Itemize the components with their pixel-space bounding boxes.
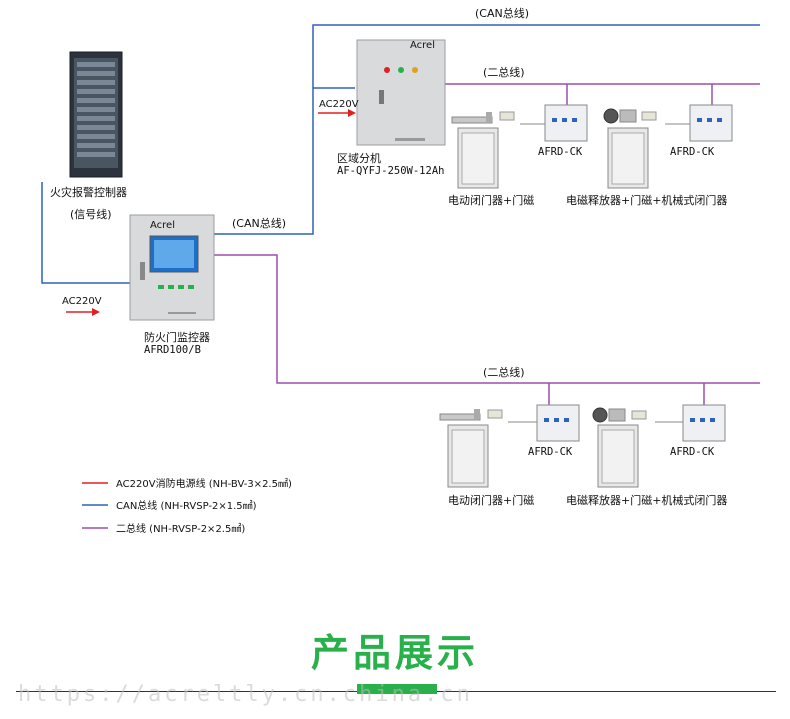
legend-text-can: CAN总线 (NH-RVSP-2×1.5㎟) xyxy=(116,499,257,512)
fire-door-icon xyxy=(457,127,499,189)
wiring xyxy=(41,24,760,423)
area-unit-name: 区域分机 xyxy=(337,151,381,165)
two-bus-line-lower xyxy=(214,254,760,384)
door-monitor-icon xyxy=(129,214,215,321)
door-magnet-icon xyxy=(631,410,647,420)
monitor-name: 防火门监控器 xyxy=(144,330,210,344)
fire-alarm-cabinet-icon xyxy=(69,51,123,178)
legend: AC220V消防电源线 (NH-BV-3×2.5㎟) CAN总线 (NH-RVS… xyxy=(82,477,292,535)
ac220v-arrow-monitor xyxy=(66,308,100,316)
can-bus-label-mid: (CAN总线) xyxy=(232,216,286,230)
can-line-top xyxy=(214,24,760,235)
afrd-ck-module-icon xyxy=(544,104,588,142)
door-electric-label-2: 电动闭门器+门磁 xyxy=(448,493,534,507)
door-magnetic-label-2: 电磁释放器+门磁+机械式闭门器 xyxy=(566,493,727,507)
area-unit-model: AF-QYFJ-250W-12Ah xyxy=(337,165,444,177)
can-line-fire-controller xyxy=(41,182,130,284)
afrd-ck-label-4: AFRD-CK xyxy=(670,446,715,458)
fire-door-icon xyxy=(447,424,489,488)
fire-door-icon xyxy=(607,127,649,189)
electromagnetic-release-icon xyxy=(592,407,626,423)
footer-accent-bar xyxy=(357,684,437,694)
door-magnet-icon xyxy=(499,111,515,121)
afrd-ck-module-icon xyxy=(536,404,580,442)
area-unit-box-icon xyxy=(356,39,446,146)
afrd-ck-label-3: AFRD-CK xyxy=(528,446,573,458)
can-bus-label-top: (CAN总线) xyxy=(475,6,529,20)
afrd-ck-label-1: AFRD-CK xyxy=(538,146,583,158)
fire-door-icon xyxy=(597,424,639,488)
door-closer-icon xyxy=(439,409,481,421)
door-magnetic-label-1: 电磁释放器+门磁+机械式闭门器 xyxy=(566,193,727,207)
afrd-ck-module-icon xyxy=(689,104,733,142)
legend-text-power: AC220V消防电源线 (NH-BV-3×2.5㎟) xyxy=(116,477,292,490)
legend-text-two-bus: 二总线 (NH-RVSP-2×2.5㎟) xyxy=(116,522,245,535)
door-magnet-icon xyxy=(641,111,657,121)
afrd-ck-label-2: AFRD-CK xyxy=(670,146,715,158)
two-bus-label-upper: (二总线) xyxy=(483,65,525,79)
product-showcase-title: 产品展示 xyxy=(310,631,479,675)
door-electric-label-1: 电动闭门器+门磁 xyxy=(448,193,534,207)
ac220v-label-area: AC220V xyxy=(319,99,359,110)
fire-alarm-controller-label: 火灾报警控制器 xyxy=(50,185,127,199)
door-magnet-icon xyxy=(487,409,503,419)
ac220v-label-monitor: AC220V xyxy=(62,296,102,307)
two-bus-label-lower: (二总线) xyxy=(483,365,525,379)
door-closer-icon xyxy=(451,112,493,124)
brand-mark-area-unit: Acrel xyxy=(410,40,435,51)
watermark: https://acreltly.cn.china.cn xyxy=(18,682,473,707)
signal-line-label: (信号线) xyxy=(70,207,112,221)
afrd-ck-module-icon xyxy=(682,404,726,442)
brand-mark-monitor: Acrel xyxy=(150,220,175,231)
monitor-model: AFRD100/B xyxy=(144,344,201,356)
ac220v-arrow-area xyxy=(318,109,356,117)
electromagnetic-release-icon xyxy=(603,108,637,124)
